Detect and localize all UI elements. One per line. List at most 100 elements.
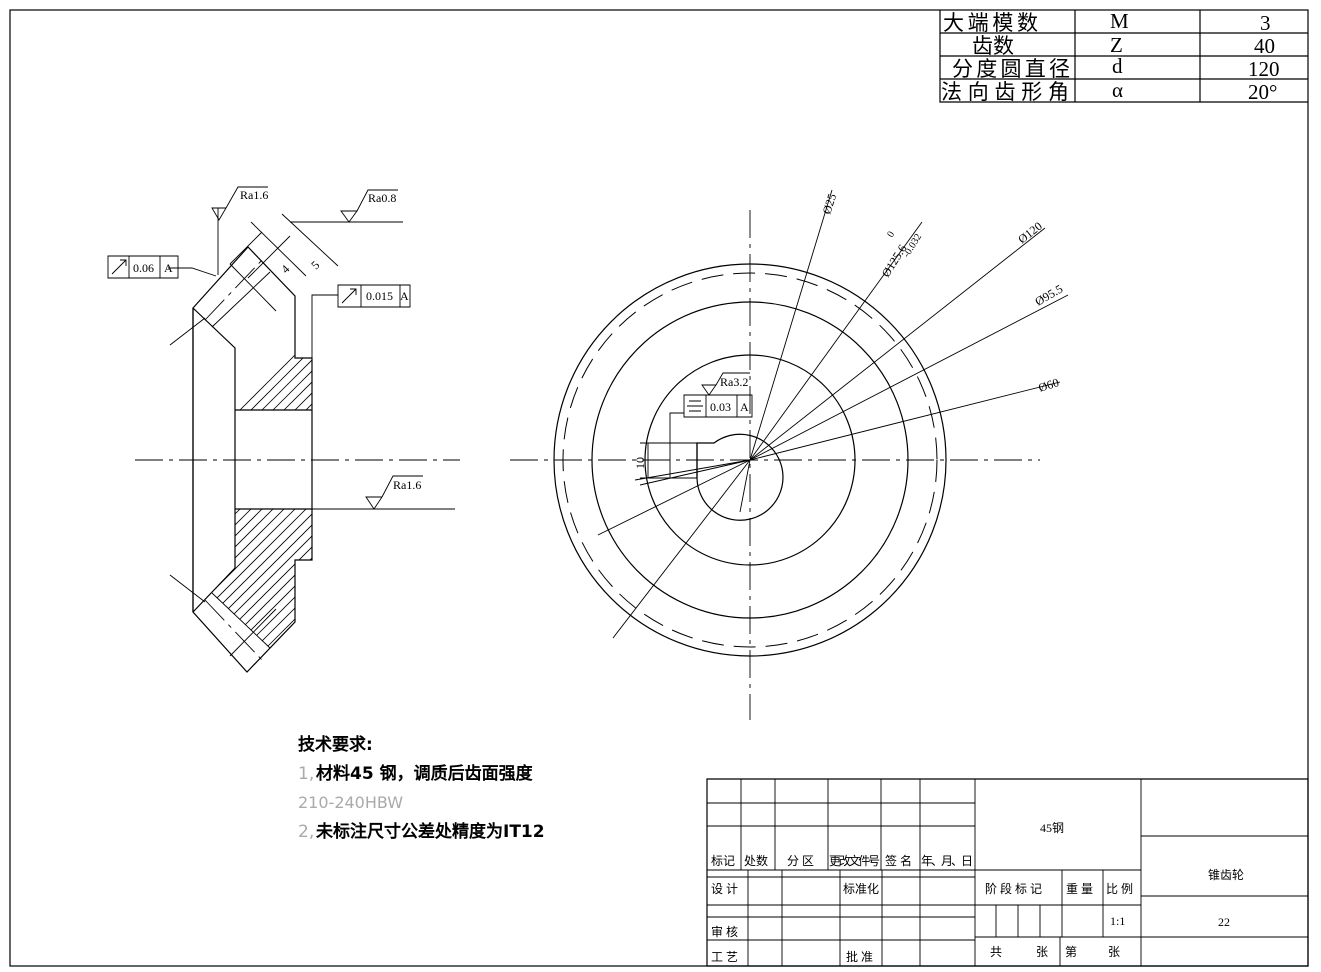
section-hatching [212, 250, 994, 700]
roughness-face: Ra0.8 [368, 191, 396, 205]
sheets-label-2: 张 [1108, 945, 1120, 959]
param-symbol-teeth: Z [1110, 33, 1123, 57]
hatch-line [335, 250, 785, 700]
hatch-line [212, 272, 312, 648]
design-label: 设 计 [711, 882, 738, 896]
param-label-pressure-angle: 法向齿形角 [941, 80, 1069, 104]
header-count: 处数 [744, 853, 768, 868]
hatch-line [212, 272, 312, 648]
hatch-line [313, 250, 763, 700]
parameters-table: 大端模数 M 3 齿数 Z 40 分度圆直径 d 120 法向齿形角 α 20° [939, 9, 1308, 104]
requirement-1-text: 材料45 钢，调质后齿面强度 [316, 763, 534, 784]
hatch-line [235, 272, 312, 648]
hatch-line [212, 272, 312, 648]
requirement-1-continuation: 210-240HBW [298, 793, 403, 812]
dim-d125-tol-upper: 0 [885, 230, 897, 240]
hatch-line [212, 272, 312, 648]
stage-mark-label: 阶 段 标 记 [985, 881, 1042, 896]
hatch-line [268, 272, 312, 648]
hatch-line [357, 250, 807, 700]
hatch-line [467, 250, 917, 700]
leader-line [749, 221, 923, 461]
param-symbol-pitch-dia: d [1112, 54, 1123, 78]
param-value-pitch-dia: 120 [1248, 57, 1280, 81]
requirement-1-number: 1, [298, 764, 314, 784]
hatch-line [212, 272, 312, 648]
header-date: 年、月、日 [921, 854, 973, 868]
hatch-line [212, 272, 312, 648]
front-view: Ø25 Ø125.6 0 -0.032 Ø120 Ø95.5 Ø60 10 0.… [510, 189, 1069, 720]
requirement-2-text: 未标注尺寸公差处精度为IT12 [315, 821, 545, 842]
header-signature: 签 名 [885, 853, 912, 868]
hatch-line [212, 272, 312, 648]
hatch-line [544, 250, 994, 700]
total-label: 共 [990, 945, 1002, 959]
hatch-line [212, 272, 312, 648]
hatch-line [212, 272, 312, 648]
param-label-module: 大端模数 [943, 11, 1038, 35]
leader-line [634, 459, 751, 481]
leader-line [749, 189, 833, 461]
param-symbol-pressure-angle: α [1112, 78, 1123, 102]
process-label: 工 艺 [711, 950, 738, 964]
ratio-label: 比 例 [1106, 882, 1133, 896]
leader-line [749, 227, 1046, 461]
sheet-border [9, 9, 1309, 967]
sheets-label: 张 [1036, 945, 1048, 959]
hatch-line [213, 272, 312, 648]
param-label-pitch-dia: 分度圆直径 [952, 57, 1070, 81]
hatch-line [533, 250, 983, 700]
leader-line [639, 459, 751, 486]
hatch-line [212, 272, 312, 648]
hatch-line [212, 272, 312, 648]
hatch-line [212, 272, 312, 648]
dim-d60: Ø60 [1037, 375, 1061, 395]
dim-5: 5 [308, 258, 322, 272]
material: 45钢 [1040, 821, 1064, 835]
leader-line [739, 459, 751, 513]
hatch-line [511, 250, 961, 700]
requirement-2-number: 2, [298, 822, 314, 842]
hatch-line [212, 272, 312, 648]
leader-line [749, 294, 1069, 461]
leader-line [749, 381, 1061, 461]
header-doc-number: 更改文件号 [829, 853, 880, 868]
part-name: 锥齿轮 [1208, 868, 1244, 882]
title-block: 45钢 锥齿轮 22 1:1 标记 处数 分 区 更改文件号 签 名 年、月、日… [706, 778, 1309, 967]
runout-2-value: 0.015 [366, 289, 393, 303]
roughness-top: Ra1.6 [240, 188, 268, 202]
leader-line [612, 459, 751, 639]
param-label-teeth: 齿数 [972, 34, 1014, 58]
param-value-teeth: 40 [1254, 34, 1275, 58]
runout-1-datum: A [164, 261, 173, 275]
symmetry-datum: A [740, 400, 749, 414]
param-symbol-module: M [1110, 9, 1129, 33]
hatch-line [290, 272, 312, 648]
dimension-leaders [597, 189, 1069, 639]
hatch-line [212, 272, 312, 648]
dim-d25: Ø25 [820, 192, 840, 216]
drawing-number: 22 [1218, 915, 1230, 929]
dim-keyway: 10 [633, 457, 647, 469]
sheet-number-label: 第 [1065, 945, 1077, 959]
hatch-line [379, 250, 829, 700]
hatch-line [212, 272, 312, 648]
hatch-line [500, 250, 950, 700]
runout-1-value: 0.06 [133, 261, 154, 275]
dim-4: 4 [278, 262, 292, 276]
hatch-line [212, 272, 312, 648]
technical-requirements: 技术要求: 1, 材料45 钢，调质后齿面强度 210-240HBW 2, 未标… [298, 734, 545, 842]
leader-line [597, 459, 751, 536]
scale-value: 1:1 [1110, 914, 1125, 928]
param-value-pressure-angle: 20° [1248, 80, 1277, 104]
weight-label: 重 量 [1066, 882, 1093, 896]
approve-label: 批 准 [846, 949, 873, 964]
roughness-bore: Ra1.6 [393, 478, 421, 492]
symmetry-value: 0.03 [710, 400, 731, 414]
hatch-line [324, 250, 774, 700]
dim-d120: Ø120 [1015, 219, 1045, 246]
requirements-title: 技术要求: [298, 734, 373, 755]
hatch-line [212, 272, 312, 648]
standardization-label: 标准化 [843, 882, 879, 896]
header-zone: 分 区 [787, 854, 814, 868]
